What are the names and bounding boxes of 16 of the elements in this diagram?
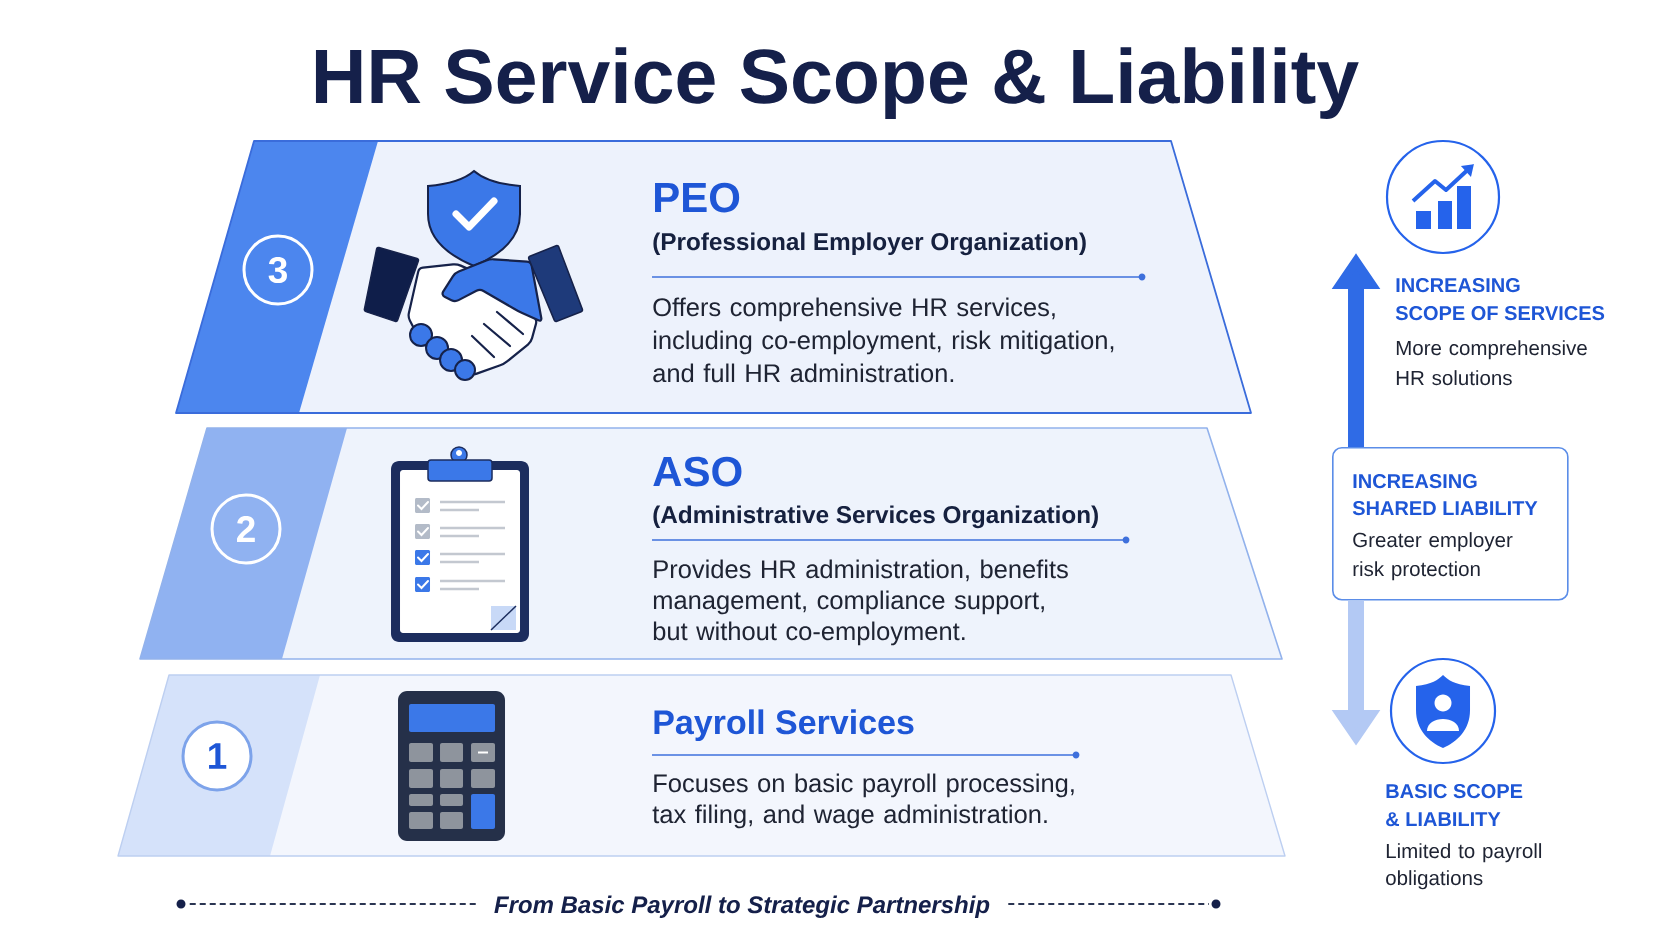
side-text: More comprehensive HR solutions — [1396, 340, 1587, 386]
tier-heading: Payroll Services — [654, 709, 914, 742]
callout-text: Greater employer risk protection — [1353, 532, 1513, 581]
tier-subtitle: (Professional Employer Organization) — [653, 232, 1086, 256]
tier-description: Offers comprehensive HR services, including co-employment, risk mitigation, and full HR administration. — [653, 297, 1114, 383]
tier-description: Provides HR administration, benefits management, compliance support, but without co-employment. — [653, 559, 1068, 646]
tier-heading: ASO — [653, 456, 742, 487]
callout-heading: INCREASING SHARED LIABILITY — [1352, 474, 1538, 516]
side-text: Limited to payroll obligations — [1386, 843, 1542, 890]
side-heading: INCREASING SCOPE OF SERVICES — [1395, 278, 1605, 321]
side-heading: BASIC SCOPE & LIABILITY — [1386, 784, 1523, 827]
tier-subtitle: (Administrative Services Organization) — [653, 505, 1098, 529]
tier-description: Focuses on basic payroll processing, tax filing, and wage administration. — [652, 773, 1074, 829]
caption: From Basic Payroll to Strategic Partnership — [494, 895, 990, 918]
title: HR Service Scope & Liability — [315, 47, 1359, 119]
tier-heading: PEO — [655, 182, 740, 213]
